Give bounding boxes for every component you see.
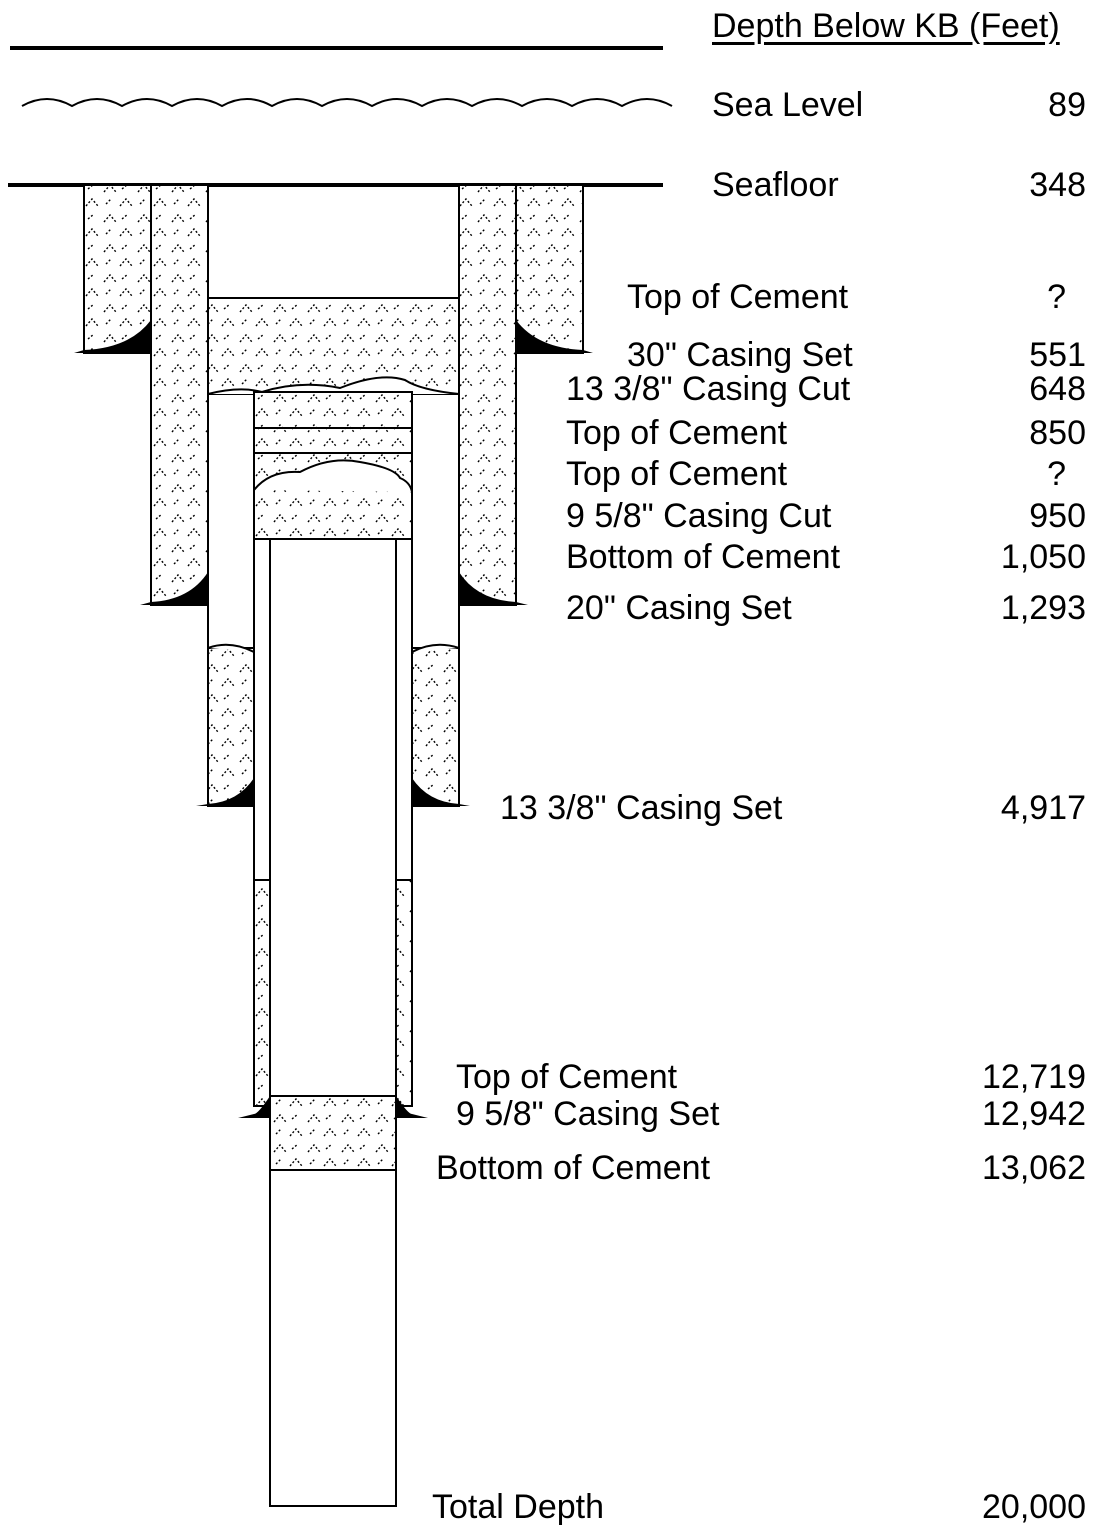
cement-plug-lower — [269, 1095, 397, 1171]
depth-20in-set: 1,293 — [1000, 589, 1086, 627]
cement-30in-left — [83, 184, 152, 354]
depth-boc-2: 13,062 — [982, 1149, 1086, 1187]
sea-level-wave — [21, 98, 673, 108]
depth-total-depth: 20,000 — [982, 1488, 1086, 1526]
label-toc-4: Top of Cement — [456, 1058, 678, 1096]
shoe-1338-left — [196, 778, 254, 806]
label-toc-3: Top of Cement — [566, 455, 788, 493]
label-1338-set: 13 3/8" Casing Set — [500, 789, 783, 827]
cement-plug-upper — [207, 297, 460, 395]
depth-958-set: 12,942 — [982, 1095, 1086, 1133]
cement-20in-right — [458, 184, 517, 606]
casing-958-bore — [269, 538, 397, 1507]
label-toc-1: Top of Cement — [627, 278, 849, 316]
label-30in-set: 30" Casing Set — [627, 336, 853, 374]
label-toc-2: Top of Cement — [566, 414, 788, 452]
cement-30in-right — [515, 184, 584, 354]
label-boc-1: Bottom of Cement — [566, 538, 841, 576]
depth-sea-level: 89 — [1048, 86, 1086, 124]
label-1338-cut: 13 3/8" Casing Cut — [566, 370, 851, 408]
depth-toc-3: ? — [1047, 455, 1066, 493]
toc-1338-left — [207, 643, 255, 653]
depth-header: Depth Below KB (Feet) — [712, 7, 1060, 45]
shoe-30in-left — [74, 320, 151, 353]
depth-boc-1: 1,050 — [1000, 538, 1086, 576]
label-958-cut: 9 5/8" Casing Cut — [566, 497, 832, 535]
label-958-set: 9 5/8" Casing Set — [456, 1095, 720, 1133]
cement-958-left — [253, 879, 271, 1107]
cement-1338-left — [207, 647, 255, 807]
cement-1338-right — [411, 647, 460, 807]
shoe-20in-right — [459, 572, 528, 605]
shoe-30in-right — [516, 320, 593, 353]
cement-20in-left — [150, 184, 209, 606]
depth-toc-4: 12,719 — [982, 1058, 1086, 1096]
toc-1338-right — [411, 643, 460, 653]
depth-1338-set: 4,917 — [1000, 789, 1086, 827]
toc-inner-surface — [253, 459, 413, 493]
depth-toc-2: 850 — [1029, 414, 1086, 452]
depth-958-cut: 950 — [1029, 497, 1086, 535]
plug-top-surface — [207, 376, 460, 395]
depth-1338-cut: 648 — [1029, 370, 1086, 408]
depth-toc-1: ? — [1047, 278, 1066, 316]
depth-seafloor: 348 — [1029, 166, 1086, 204]
shoe-1338-right — [412, 778, 470, 806]
shoe-958-left — [238, 1096, 270, 1118]
cement-958-right — [395, 879, 413, 1107]
label-boc-2: Bottom of Cement — [436, 1149, 711, 1187]
label-sea-level: Sea Level — [712, 86, 864, 124]
shoe-20in-left — [140, 572, 208, 605]
label-total-depth: Total Depth — [432, 1488, 604, 1526]
depth-30in-set: 551 — [1029, 336, 1086, 374]
label-seafloor: Seafloor — [712, 166, 839, 204]
label-20in-set: 20" Casing Set — [566, 589, 792, 627]
shoe-958-right — [396, 1096, 428, 1118]
